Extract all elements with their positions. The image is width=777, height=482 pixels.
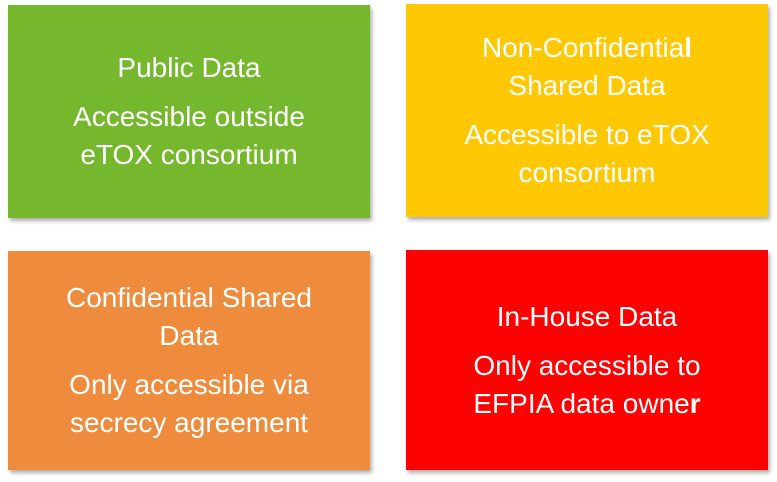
card-in-house-data: In-House Data Only accessible to EFPIA d… xyxy=(406,250,768,470)
title-rest: Shared Data xyxy=(508,70,666,101)
body-text: Only accessible to EFPIA data owne xyxy=(473,349,701,419)
title-bold-tail: l xyxy=(684,32,693,63)
body-text: Only accessible via secrecy agreement xyxy=(69,369,309,438)
title-text: Public Data xyxy=(117,52,261,83)
card-non-confidential-description: Accessible to eTOX consortium xyxy=(464,116,709,192)
card-public-data: Public Data Accessible outside eTOX cons… xyxy=(8,5,370,218)
body-text: Accessible to eTOX consortium xyxy=(464,119,710,188)
card-in-house-title: In-House Data xyxy=(497,298,678,336)
card-non-confidential-title: Non-Confidential Shared Data xyxy=(482,29,692,105)
card-confidential-title: Confidential Shared Data xyxy=(66,279,312,355)
card-public-data-title: Public Data xyxy=(117,49,260,87)
card-confidential-shared-data: Confidential Shared Data Only accessible… xyxy=(8,251,370,470)
card-in-house-description: Only accessible to EFPIA data owner xyxy=(473,347,700,423)
title-text: Non-Confidentia xyxy=(481,32,685,63)
title-text: In-House Data xyxy=(496,300,678,332)
body-text: Accessible outside eTOX consortium xyxy=(73,101,305,170)
card-confidential-description: Only accessible via secrecy agreement xyxy=(69,366,309,442)
card-public-data-description: Accessible outside eTOX consortium xyxy=(73,98,305,174)
card-non-confidential-shared-data: Non-Confidential Shared Data Accessible … xyxy=(406,4,768,217)
body-bold-tail: r xyxy=(689,387,701,419)
title-text: Confidential Shared Data xyxy=(66,282,312,351)
